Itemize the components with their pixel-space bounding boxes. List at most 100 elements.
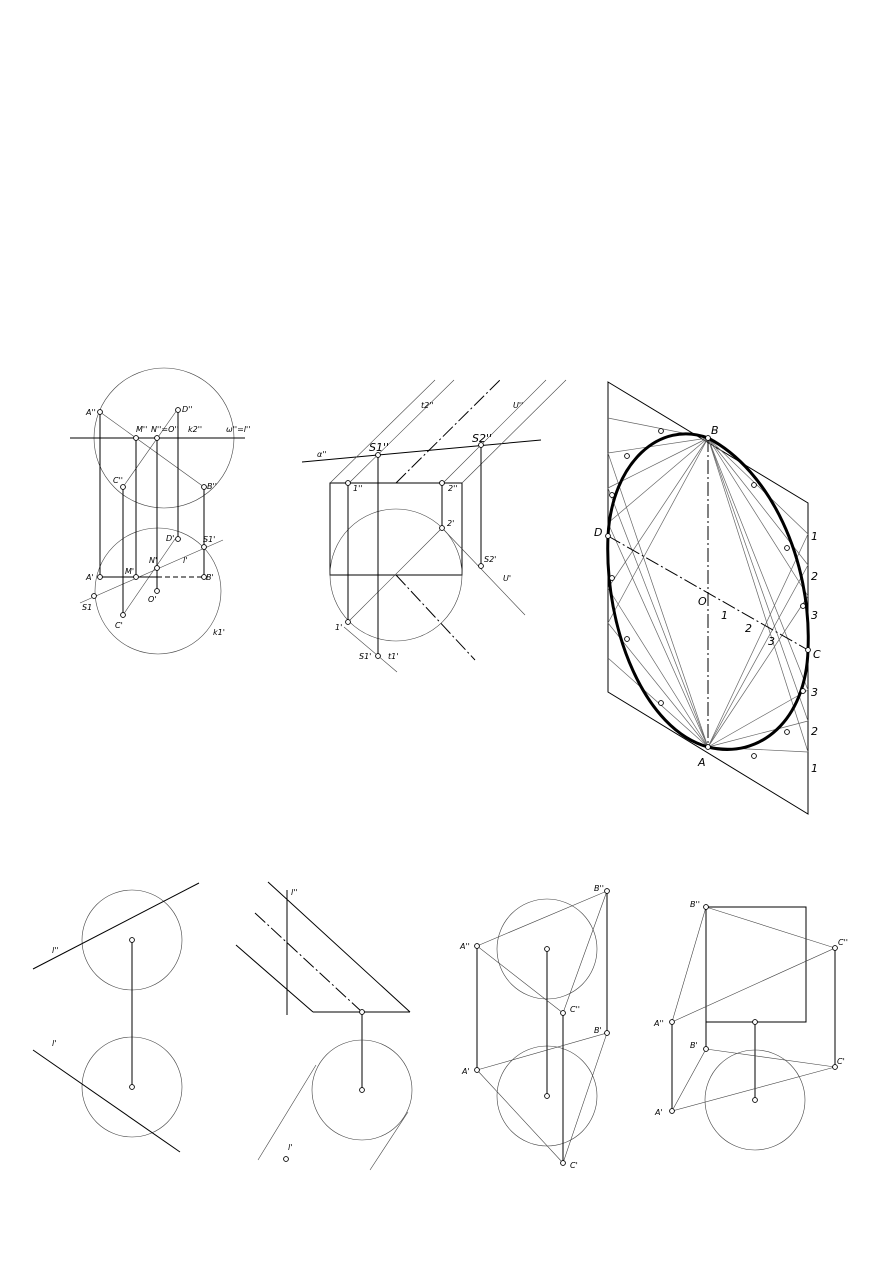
label-l1: l' [288, 1143, 292, 1152]
label-b1: B' [206, 573, 214, 582]
upper-oblique [267, 881, 411, 1013]
label-right-3-upper: 3 [811, 609, 818, 622]
fig3-points [605, 428, 811, 759]
figure-6-triangle-projections: B'' A'' C'' B' A' C' [459, 884, 610, 1170]
label-b1: B' [594, 1026, 602, 1035]
label-axis-2: 2 [745, 622, 752, 635]
label-l1: l' [183, 556, 187, 565]
label-d1: D' [166, 534, 174, 543]
label-l2: l'' [52, 946, 59, 955]
label-t2: t2'' [421, 401, 434, 410]
oblique-axis [395, 379, 501, 484]
label-axis-1: 1 [721, 609, 728, 622]
figure-5-cylinder-shadow: l'' l' [235, 881, 413, 1171]
oblique-1 [329, 379, 436, 484]
label-o: O [698, 595, 707, 608]
label-n2: N''=O'' [151, 425, 179, 434]
figure-7-square-projections: B'' C'' A'' B' C' A' [653, 900, 848, 1151]
label-b1: B' [690, 1041, 698, 1050]
l1-line [32, 1049, 181, 1153]
label-b2: B'' [690, 900, 700, 909]
fig2-points [345, 442, 484, 659]
label-2-1: 2' [447, 519, 454, 528]
label-b2: B'' [594, 884, 604, 893]
figure-2-cylinder-section: t2'' U'' α'' S1'' S2'' 1'' 2'' 2' S2' U'… [301, 379, 567, 673]
label-l1: l' [52, 1039, 56, 1048]
triangle-lower [671, 1048, 836, 1112]
lower-axis [395, 574, 476, 661]
label-s1-2: S1'' [369, 441, 389, 454]
triangle-lower [476, 1032, 608, 1164]
triangle-upper [671, 906, 836, 1023]
oblique-4 [461, 379, 567, 484]
square-outline [705, 906, 807, 1023]
axis-dc [607, 535, 809, 651]
label-t1: t1' [388, 652, 398, 661]
lower-circle [704, 1049, 806, 1151]
chord-ab2 [99, 411, 205, 488]
label-m1: M' [125, 567, 134, 576]
label-1-2: 1'' [353, 484, 363, 493]
label-omega: ω''=l'' [226, 425, 250, 434]
tangent-left [257, 1064, 317, 1161]
label-s1-upper: S1' [203, 535, 215, 544]
label-axis-3: 3 [768, 635, 775, 648]
lower-oblique [235, 944, 314, 1013]
k1-circle [94, 527, 222, 655]
fig6-points [474, 888, 610, 1166]
oblique-3 [442, 379, 547, 484]
label-a2: A'' [459, 942, 470, 951]
label-alpha: α'' [317, 450, 327, 459]
label-b2: B'' [207, 482, 217, 491]
oblique-2 [348, 379, 455, 484]
label-s1-1: S1' [359, 652, 371, 661]
label-k2: k2'' [188, 425, 202, 434]
label-s2-1: S2' [484, 555, 496, 564]
base-circle [329, 508, 463, 642]
label-c1: C' [837, 1057, 845, 1066]
label-o1: O' [148, 595, 157, 604]
label-c2: C'' [570, 1005, 580, 1014]
l2-line [32, 882, 200, 970]
chord-cd2 [122, 409, 178, 488]
fan-lines-from-a [607, 452, 809, 753]
label-a: A [697, 756, 706, 769]
label-s2-2: S2'' [472, 432, 492, 445]
label-d2: D'' [182, 405, 193, 414]
label-a2: A'' [85, 408, 96, 417]
label-c: C [813, 648, 821, 661]
diag-1-2 [347, 527, 443, 623]
label-c1: C' [570, 1161, 578, 1170]
label-k1: k1' [213, 628, 225, 637]
tangent-right [369, 1111, 409, 1171]
label-right-3-lower: 3 [811, 686, 818, 699]
shadow-circle [311, 1039, 413, 1141]
figure-3-ellipse-construction: B D O 1 2 3 C 3 2 1 1 2 3 A [594, 381, 821, 815]
figure-1-circle-projections: A'' M'' N''=O'' k2'' D'' ω''=l'' C'' B''… [70, 367, 250, 655]
label-right-1-lower: 1 [811, 762, 818, 775]
label-a2: A'' [653, 1019, 664, 1028]
s-line [79, 539, 224, 604]
label-a1: A' [85, 573, 94, 582]
label-c2: C'' [838, 938, 848, 947]
label-u2: U'' [513, 401, 523, 410]
lower-line-right [443, 529, 526, 616]
label-d: D [594, 526, 602, 539]
label-a1: A' [654, 1108, 663, 1117]
label-c2: C'' [113, 476, 123, 485]
label-right-2-upper: 2 [811, 570, 818, 583]
label-2-2: 2'' [448, 484, 458, 493]
label-1-1: 1' [335, 623, 342, 632]
label-b: B [711, 424, 719, 437]
fig1-points [91, 407, 207, 618]
label-n1: N' [149, 556, 157, 565]
label-m2: M'' [136, 425, 147, 434]
label-u1: U' [503, 574, 511, 583]
label-s1-lower: S1 [82, 603, 92, 612]
label-right-1-upper: 1 [811, 530, 818, 543]
axis-oblique [254, 912, 363, 1013]
label-c1: C' [115, 621, 123, 630]
alpha-line [301, 439, 542, 463]
fig7-points [669, 904, 838, 1114]
